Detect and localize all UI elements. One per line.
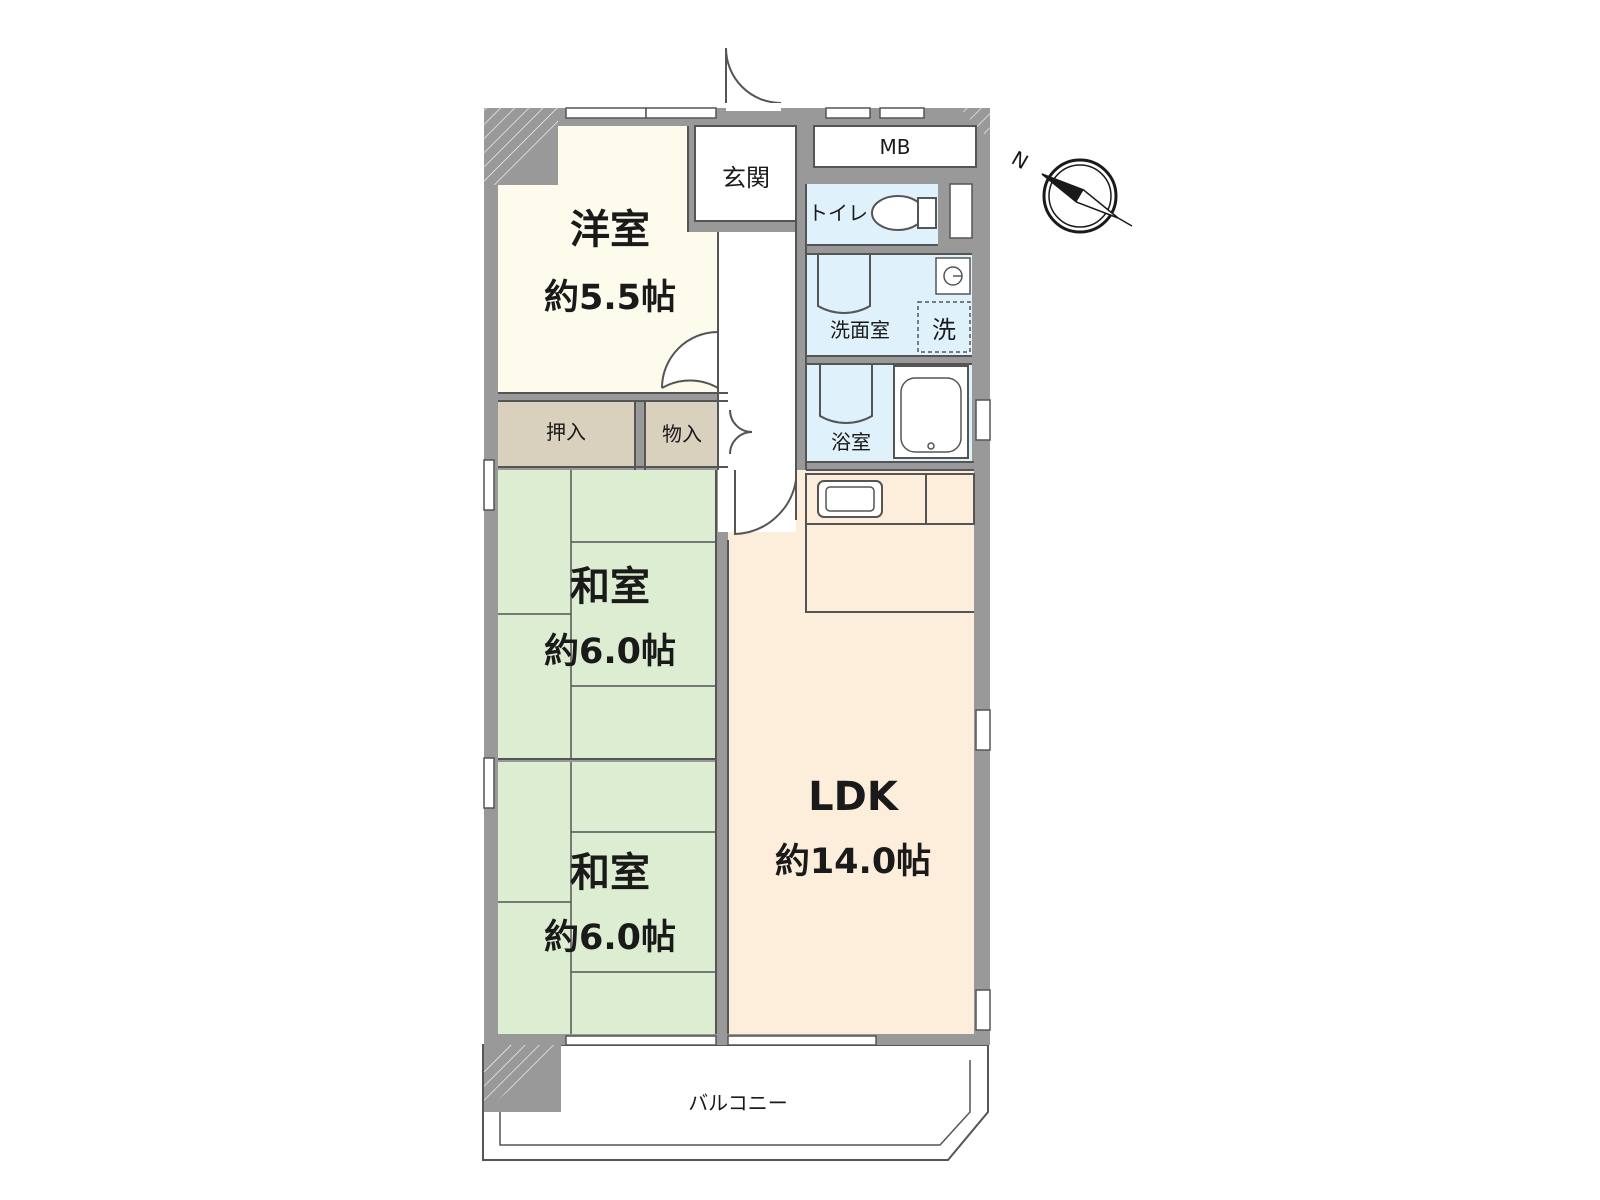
kitchen-counter [805, 473, 975, 525]
western-room-size: 約5.5帖 [544, 278, 676, 318]
storage-label: 物入 [662, 422, 702, 446]
bathtub-drain [927, 442, 935, 450]
japanese-room-lower-name: 和室 [570, 850, 650, 896]
partitions [498, 126, 974, 1034]
washer-label: 洗 [932, 316, 956, 344]
toilet-bowl [871, 195, 925, 231]
bathtub [893, 365, 969, 459]
column-top-right [960, 108, 990, 140]
kitchen-sink-inner [825, 486, 875, 512]
compass-icon [1041, 158, 1133, 234]
windows [483, 107, 991, 1046]
kitchen-partition [805, 524, 974, 613]
storage-floor [645, 401, 718, 467]
hall-corridor [718, 470, 796, 532]
japanese-room-lower-size: 約6.0帖 [544, 918, 676, 958]
japanese-room-lower-floor [498, 762, 716, 1034]
ldk-name: LDK [808, 774, 900, 820]
compass-north-label: N [1008, 146, 1033, 174]
door-swings [661, 47, 873, 536]
toilet-tank [917, 197, 937, 229]
column-top-left [484, 108, 558, 185]
bathroom-label: 浴室 [831, 430, 871, 454]
ldk-size: 約14.0帖 [775, 842, 931, 882]
front-door-opening [726, 103, 781, 111]
japanese-room-upper-name: 和室 [570, 564, 650, 610]
bathtub-inner [900, 377, 962, 453]
washer-space [917, 301, 971, 353]
western-room-floor [498, 126, 718, 393]
toilet-label: トイレ [808, 201, 868, 225]
meter-box-label: MB [880, 135, 911, 159]
tatami-lines-upper [498, 470, 716, 759]
mb-box [813, 125, 977, 168]
column-bottom-left-hatch [484, 1045, 561, 1112]
entrance-label: 玄関 [722, 164, 770, 192]
western-room-name: 洋室 [570, 207, 650, 253]
tatami-lines-lower [498, 762, 716, 1034]
washroom-label: 洗面室 [830, 318, 890, 342]
pipe-shaft [949, 183, 973, 239]
balcony-inner-line [499, 1060, 971, 1146]
kitchen-sink [817, 480, 883, 518]
closet-floor [498, 401, 635, 467]
japanese-room-upper-size: 約6.0帖 [544, 632, 676, 672]
closet-label: 押入 [546, 420, 586, 444]
hallway-floor [718, 232, 796, 470]
balcony-label: バルコニー [688, 1091, 788, 1115]
ldk-floor [728, 470, 974, 1034]
